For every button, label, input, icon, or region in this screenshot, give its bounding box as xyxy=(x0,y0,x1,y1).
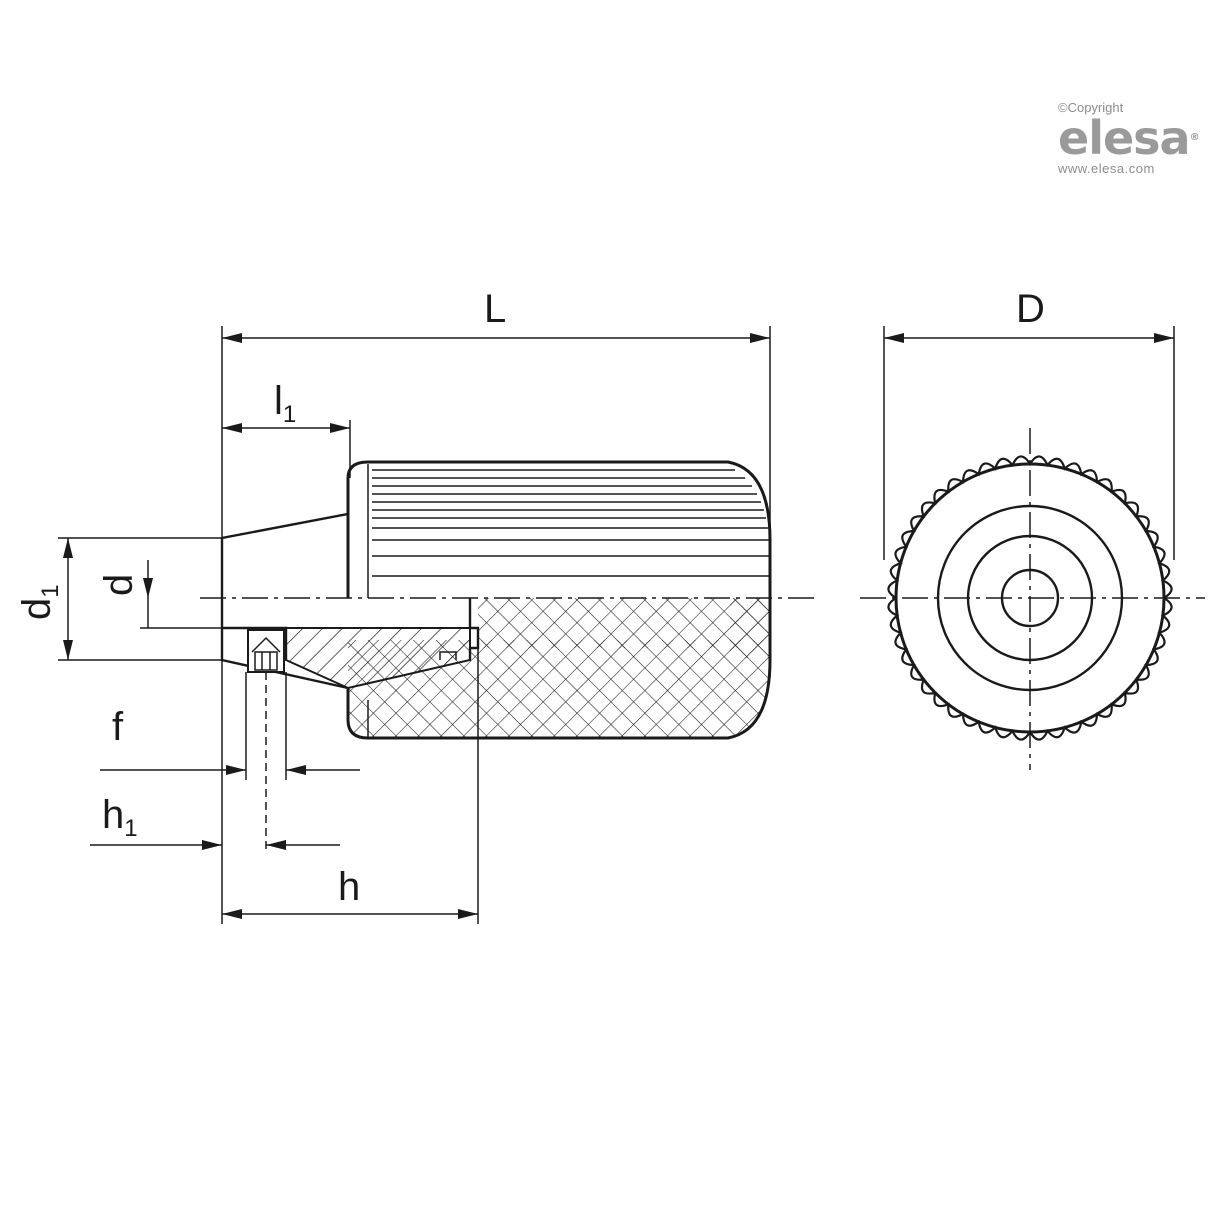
label-h: h xyxy=(338,865,360,909)
front-view xyxy=(860,326,1205,770)
label-d1: d1 xyxy=(15,584,64,620)
side-view xyxy=(200,460,818,740)
dimension-lines xyxy=(58,326,771,924)
bore-line xyxy=(222,626,288,660)
set-screw xyxy=(247,629,285,673)
label-d: d xyxy=(97,574,141,596)
brand-text: elesa xyxy=(1058,111,1191,165)
bore-end xyxy=(468,598,480,660)
hub-upper xyxy=(220,512,350,598)
label-D: D xyxy=(1016,287,1045,331)
svg-text:d: d xyxy=(97,574,141,596)
brand-name: elesa® xyxy=(1058,115,1208,161)
grip-upper-outline xyxy=(346,460,772,598)
svg-text:d1: d1 xyxy=(15,584,64,620)
copyright-text: ©Copyright xyxy=(1058,100,1124,115)
label-f: f xyxy=(112,705,124,749)
registered-mark: ® xyxy=(1189,132,1200,143)
knurl-lines xyxy=(372,469,770,577)
label-h1: h1 xyxy=(102,793,138,842)
website-url: www.elesa.com xyxy=(1058,161,1155,176)
label-l1: l1 xyxy=(274,379,296,428)
elesa-logo: ©Copyright elesa® www.elesa.com xyxy=(1058,100,1208,176)
grip-lower-outline xyxy=(346,598,772,740)
label-L: L xyxy=(484,287,506,331)
dimension-labels: L l1 D f h1 h d1 d xyxy=(15,287,1045,909)
bore-groove xyxy=(439,651,457,660)
